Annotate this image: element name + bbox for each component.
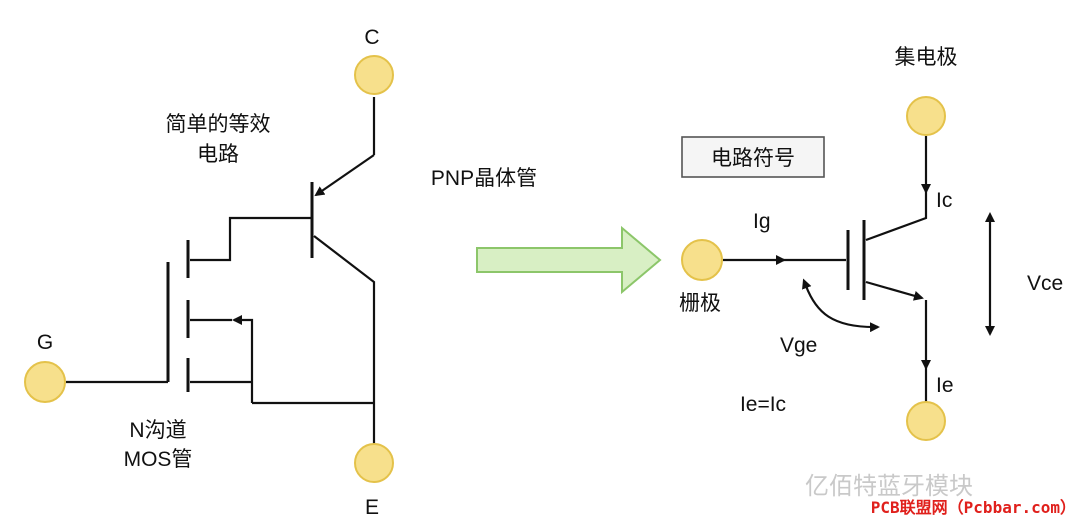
conversion-arrow bbox=[476, 225, 662, 295]
label-g: G bbox=[37, 331, 53, 354]
label-mos-line1: N沟道 bbox=[129, 419, 186, 442]
igbt-symbol: 电路符号 集电极 Ig Ic Ie Vce Vge 栅极 Ie=Ic bbox=[679, 46, 1063, 441]
label-mos-line2: MOS管 bbox=[124, 448, 193, 471]
equivalent-circuit: C E G 简单的等效 电路 PNP晶体管 N沟道 MOS管 bbox=[24, 26, 537, 519]
label-vce: Vce bbox=[1027, 272, 1063, 295]
label-ig: Ig bbox=[753, 210, 771, 233]
terminal-e bbox=[354, 443, 394, 483]
terminal-gate bbox=[681, 239, 723, 281]
label-equiv-line2: 电路 bbox=[197, 143, 239, 166]
collector-lead bbox=[865, 190, 928, 242]
base-to-drain-wire bbox=[190, 216, 312, 262]
pnp-emitter-lead bbox=[314, 154, 375, 197]
source-watermark: PCB联盟网（Pcbbar.com） bbox=[871, 498, 1076, 517]
pnp-collector-lead bbox=[313, 235, 376, 462]
label-ie: Ie bbox=[936, 374, 954, 397]
symbol-box bbox=[681, 136, 825, 178]
terminal-c bbox=[354, 55, 394, 95]
label-ic: Ic bbox=[936, 189, 952, 212]
label-ie-eq-ic: Ie=Ic bbox=[740, 393, 786, 416]
mos-body-wire bbox=[232, 315, 254, 403]
label-collector: 集电极 bbox=[895, 46, 958, 69]
label-symbol-box: 电路符号 bbox=[711, 147, 795, 170]
vge-arrow bbox=[802, 278, 880, 333]
emitter-lead bbox=[865, 280, 924, 301]
label-e: E bbox=[365, 496, 379, 519]
terminal-collector bbox=[906, 96, 946, 136]
label-c: C bbox=[364, 26, 379, 49]
watermark-text: 亿佰特蓝牙模块 bbox=[805, 473, 973, 500]
label-vge: Vge bbox=[780, 334, 817, 357]
terminal-g bbox=[24, 361, 66, 403]
label-pnp: PNP晶体管 bbox=[431, 167, 537, 190]
label-equiv-line1: 简单的等效 bbox=[166, 113, 271, 136]
label-gate: 栅极 bbox=[679, 292, 721, 315]
terminal-emitter bbox=[906, 401, 946, 441]
